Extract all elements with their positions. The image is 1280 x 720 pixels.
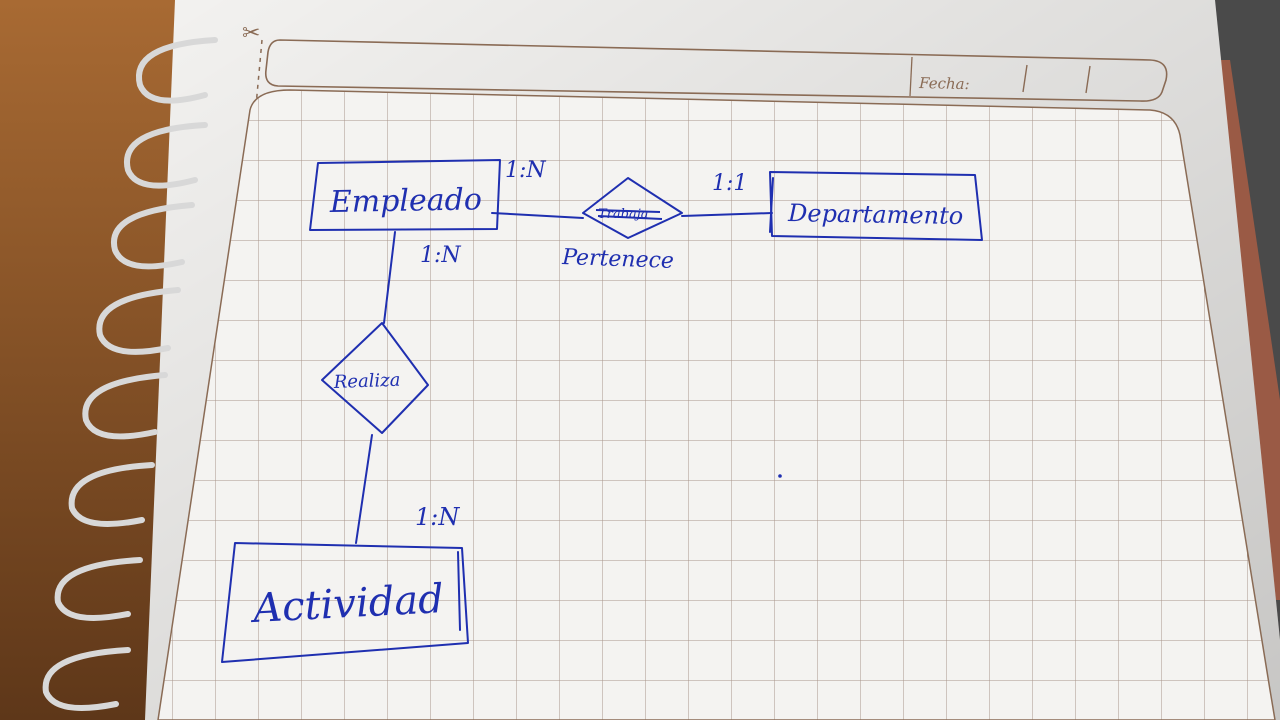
cardinality-empleado-pertenece: 1:N	[505, 158, 546, 183]
entity-label-empleado: Empleado	[329, 182, 483, 220]
crossed-out-label: Trabaja	[598, 207, 649, 222]
entity-box-empleado	[309, 159, 501, 231]
relationship-diamond-realiza	[321, 322, 429, 434]
date-slash-2	[1085, 65, 1091, 94]
relationship-label-pertenece: Pertenece	[561, 245, 675, 274]
date-slash-1	[1022, 64, 1028, 93]
scissors-icon: ✂	[242, 21, 260, 46]
entity-label-departamento: Departamento	[787, 199, 964, 230]
cardinality-empleado-realiza: 1:N	[420, 243, 461, 268]
line-realiza-actividad	[355, 434, 373, 544]
header-box	[264, 39, 1168, 102]
spiral-binding	[42, 37, 218, 711]
relationship-label-realiza: Realiza	[332, 370, 400, 393]
header-divider	[909, 56, 913, 97]
er-diagram	[221, 159, 983, 663]
line-empleado-pertenece	[491, 212, 584, 219]
cardinality-departamento-pertenece: 1:1	[712, 171, 747, 196]
scribble-strike	[595, 209, 663, 220]
entity-label-actividad: Actividad	[248, 576, 445, 632]
cardinality-actividad-realiza: 1:N	[415, 503, 460, 531]
line-empleado-realiza	[383, 231, 396, 324]
relationship-diamond-pertenece	[582, 177, 683, 239]
ink-dot	[778, 474, 782, 478]
line-pertenece-departamento	[681, 212, 773, 217]
date-label: Fecha:	[918, 74, 970, 93]
entity-box-actividad	[221, 542, 469, 663]
grid-area	[157, 89, 1276, 720]
